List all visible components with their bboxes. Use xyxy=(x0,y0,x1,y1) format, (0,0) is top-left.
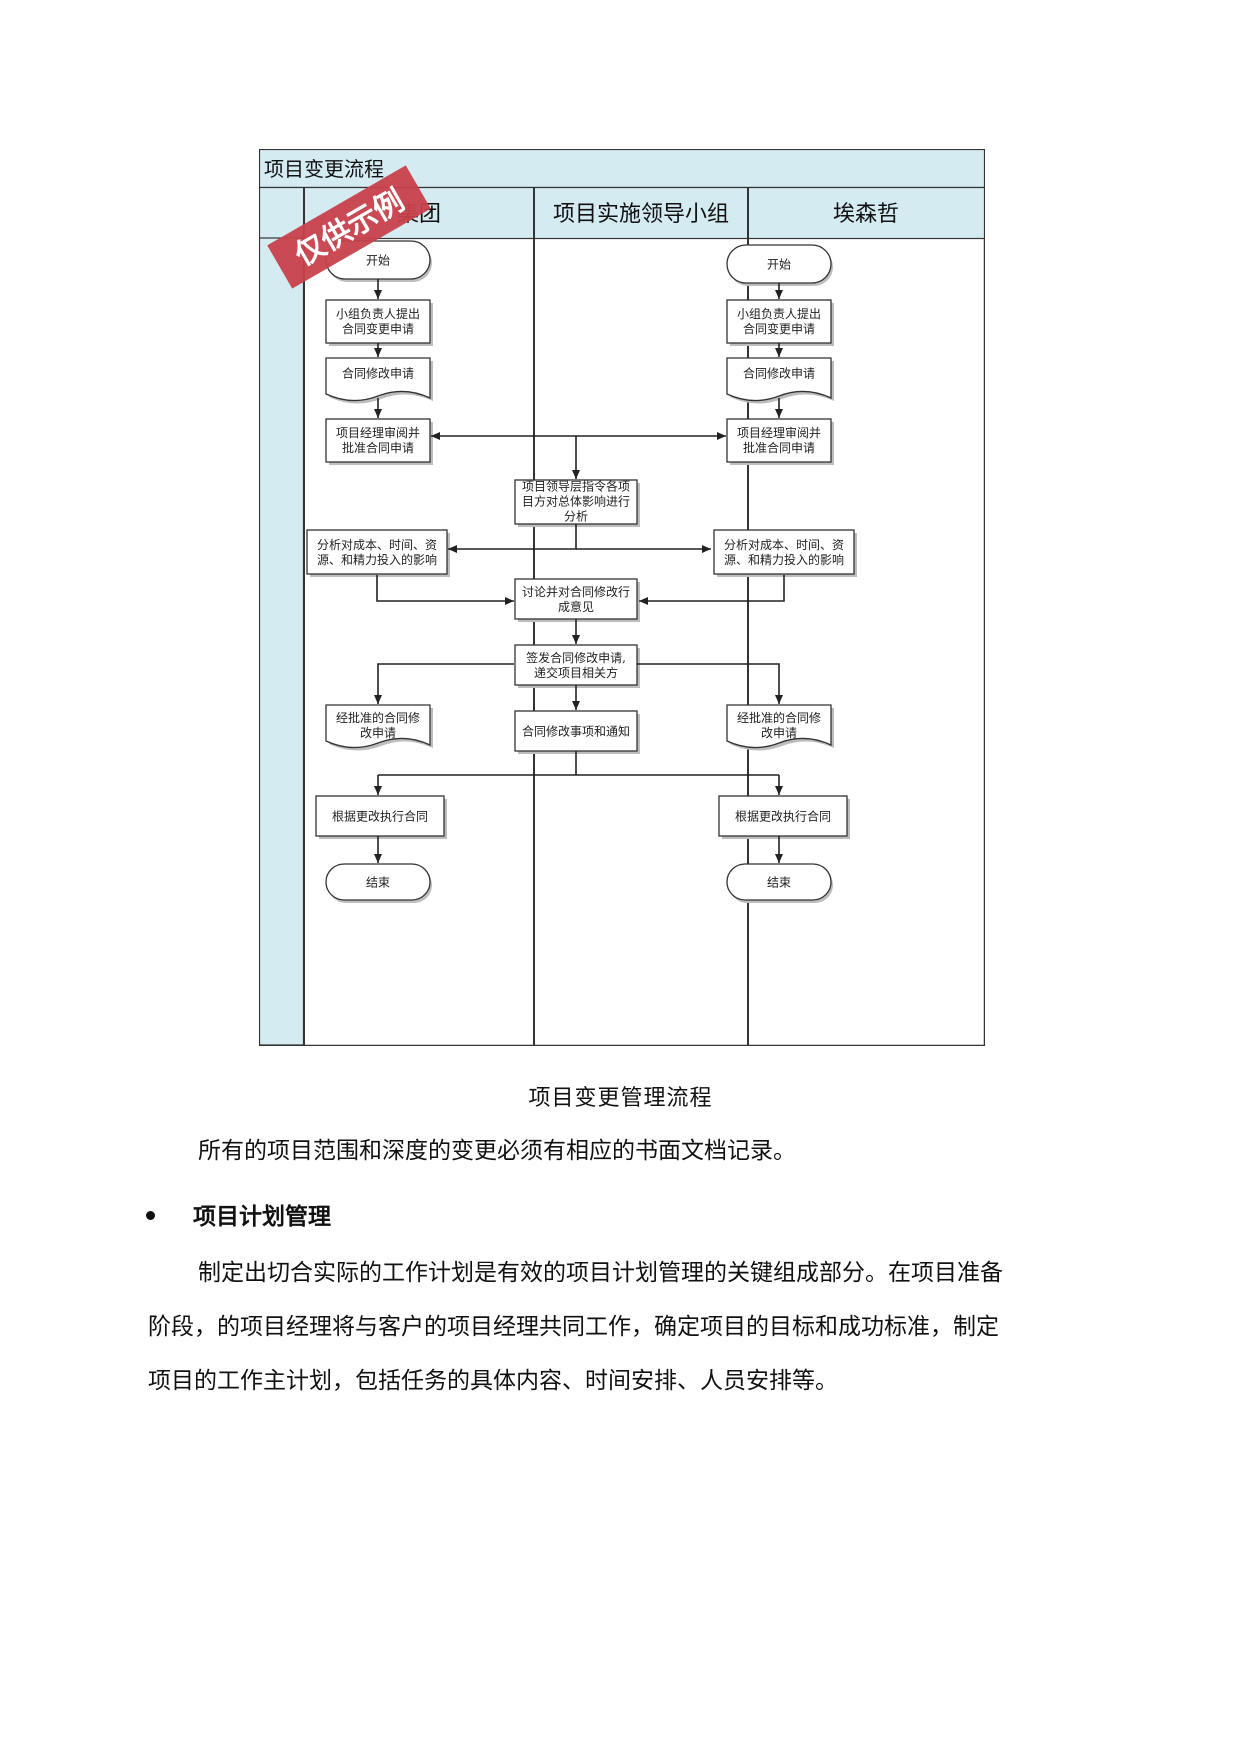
document-node xyxy=(325,357,431,402)
node-label: 目方对总体影响进行 xyxy=(522,493,630,508)
flowchart-title: 项目变更流程 xyxy=(264,157,384,181)
node-label: 项目领导层指令各项 xyxy=(522,478,630,493)
node-label: 经批准的合同修 xyxy=(336,710,420,725)
node-label: 成意见 xyxy=(558,599,594,614)
node-label: 根据更改执行合同 xyxy=(332,808,428,823)
process-box xyxy=(325,299,431,344)
figure-caption: 项目变更管理流程 xyxy=(528,1086,713,1111)
flow-arrow xyxy=(639,575,785,605)
node-label: 项目经理审阅并 xyxy=(336,425,420,440)
body-line: 制定出切合实际的工作计划是有效的项目计划管理的关键组成部分。在项目准备 xyxy=(198,1260,1003,1286)
bullet-icon xyxy=(146,1211,155,1220)
lane-header-leadership: 项目实施领导小组 xyxy=(553,202,729,227)
node-label: 讨论并对合同修改行 xyxy=(522,584,630,599)
node-label: 项目经理审阅并 xyxy=(737,425,821,440)
node-label: 源、和精力投入的影响 xyxy=(317,552,437,567)
node-label: 小组负责人提出 xyxy=(737,306,821,321)
node-label: 分析 xyxy=(564,509,588,523)
node-label: 改申请 xyxy=(761,726,797,740)
process-box xyxy=(718,795,848,837)
node-label: 递交项目相关方 xyxy=(534,665,618,680)
process-box xyxy=(514,644,638,686)
node-label: 合同修改申请 xyxy=(743,365,815,380)
section-heading: 项目计划管理 xyxy=(146,1187,331,1241)
process-box xyxy=(514,578,638,620)
node-label: 开始 xyxy=(366,253,390,267)
node-label: 结束 xyxy=(366,875,390,889)
node-label: 经批准的合同修 xyxy=(737,710,821,725)
process-box xyxy=(325,418,431,463)
node-label: 合同变更申请 xyxy=(743,321,815,336)
process-box xyxy=(713,529,855,575)
paragraph-change-records: 所有的项目范围和深度的变更必须有相应的书面文档记录。 xyxy=(198,1138,796,1164)
node-label: 合同修改事项和通知 xyxy=(522,723,630,738)
flow-shapes: 开始小组负责人提出合同变更申请合同修改申请项目经理审阅并批准合同申请分析对成本、… xyxy=(306,240,857,903)
project-change-flowchart: 项目变更流程 集团 项目实施领导小组 埃森哲 开始小组负责人提出合同变更申请合同… xyxy=(259,149,985,1046)
terminal-node xyxy=(726,863,832,901)
flow-arrow xyxy=(376,575,514,605)
document-node xyxy=(325,704,431,749)
process-box xyxy=(726,418,832,463)
lane-header-accenture: 埃森哲 xyxy=(833,202,899,227)
node-label: 结束 xyxy=(767,875,791,889)
node-label: 小组负责人提出 xyxy=(336,306,420,321)
node-label: 批准合同申请 xyxy=(743,440,815,455)
flow-arrow xyxy=(637,663,783,704)
node-label: 改申请 xyxy=(360,726,396,740)
section-title: 项目计划管理 xyxy=(193,1204,331,1230)
node-label: 源、和精力投入的影响 xyxy=(724,552,844,567)
node-label: 根据更改执行合同 xyxy=(735,808,831,823)
process-box xyxy=(514,479,638,525)
node-label: 合同变更申请 xyxy=(342,321,414,336)
section-body: 制定出切合实际的工作计划是有效的项目计划管理的关键组成部分。在项目准备 阶段，的… xyxy=(148,1246,1080,1408)
node-label: 合同修改申请 xyxy=(342,365,414,380)
process-box xyxy=(315,795,445,837)
node-label: 分析对成本、时间、资 xyxy=(317,538,437,552)
flow-arrow xyxy=(374,663,514,704)
side-lane-strip xyxy=(259,237,305,1046)
process-box xyxy=(306,529,448,575)
body-line: 阶段，的项目经理将与客户的项目经理共同工作，确定项目的目标和成功标准，制定 xyxy=(148,1314,999,1340)
document-node xyxy=(726,704,832,749)
body-line: 项目的工作主计划，包括任务的具体内容、时间安排、人员安排等。 xyxy=(148,1368,838,1394)
node-label: 批准合同申请 xyxy=(342,440,414,455)
node-label: 开始 xyxy=(767,257,791,271)
process-box xyxy=(726,299,832,344)
node-label: 分析对成本、时间、资 xyxy=(724,538,844,552)
node-label: 签发合同修改申请, xyxy=(526,650,626,665)
document-node xyxy=(726,357,832,402)
terminal-node xyxy=(325,863,431,901)
